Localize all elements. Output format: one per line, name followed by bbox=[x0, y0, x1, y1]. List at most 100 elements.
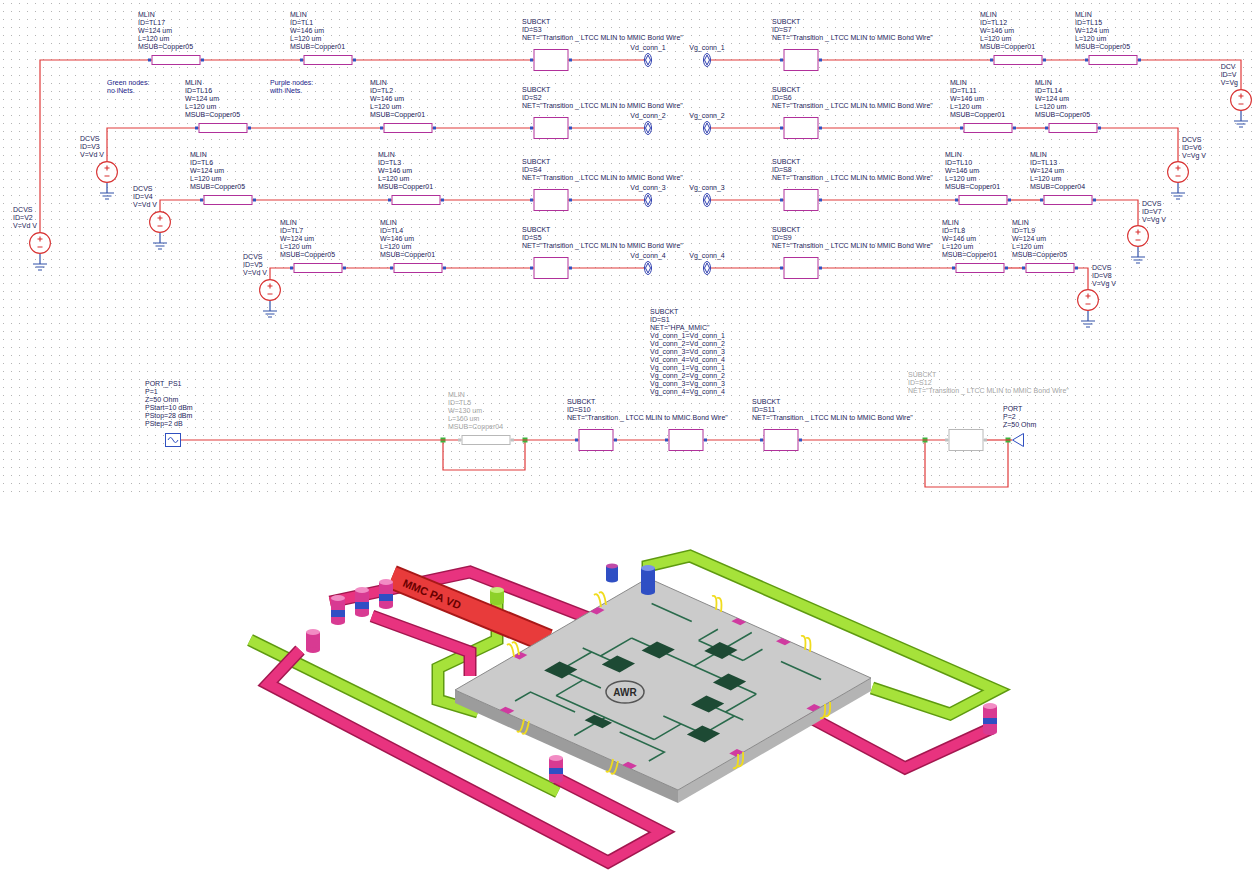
component-symbol bbox=[644, 121, 652, 135]
component-symbol bbox=[945, 429, 987, 451]
component-symbol bbox=[1022, 263, 1078, 273]
parameter-text: MLIN bbox=[1075, 11, 1130, 19]
parameter-text: MSUB=Copper01 bbox=[380, 251, 435, 259]
pin-lead bbox=[1092, 200, 1096, 201]
parameter-text: ID=TL4 bbox=[380, 227, 435, 235]
parameter-text: L=120 um bbox=[1075, 35, 1130, 43]
polarity-mark bbox=[1176, 166, 1181, 177]
source-body bbox=[1231, 90, 1252, 111]
component-label: MLINID=TL10W=146 umL=120 umMSUB=Copper01 bbox=[945, 151, 1000, 191]
parameter-text: L=120 um bbox=[1012, 243, 1067, 251]
parameter-text: ID=S6 bbox=[772, 94, 933, 102]
component-label: DCVSID=V8V=Vg V bbox=[1092, 264, 1116, 288]
ground-symbol bbox=[33, 111, 1248, 327]
parameter-text: SUBCKT bbox=[772, 226, 933, 234]
parameter-text: MLIN bbox=[1012, 219, 1067, 227]
component-label: MLINID=TL7W=124 umL=120 umMSUB=Copper05 bbox=[280, 219, 335, 259]
wire bbox=[204, 59, 300, 60]
subcircuit-block: SUBCKTID=S12NET="Transition _ LTCC MLIN … bbox=[945, 429, 987, 451]
pin-marker bbox=[1045, 127, 1048, 130]
parameter-text: DCVS bbox=[133, 185, 157, 193]
parameter-text: DCVS bbox=[243, 253, 267, 261]
dc-voltage-source: DCVSID=V4V=Vd V bbox=[149, 211, 171, 233]
pin-marker bbox=[343, 267, 346, 270]
wire bbox=[822, 267, 952, 268]
parameter-text: NET="Transition _ LTCC MLIN to MMIC Bond… bbox=[772, 102, 933, 110]
pin-lead bbox=[1007, 200, 1011, 201]
component-symbol bbox=[644, 261, 652, 275]
pin-marker bbox=[780, 199, 783, 202]
element-body bbox=[784, 190, 818, 211]
component-symbol bbox=[955, 195, 1011, 205]
parameter-text: ID=S5 bbox=[522, 234, 683, 242]
parameter-text: W=146 um bbox=[980, 27, 1035, 35]
component-symbol bbox=[530, 257, 572, 279]
polarity-mark bbox=[105, 166, 110, 177]
component-label: Vg_conn_3 bbox=[689, 184, 724, 192]
parameter-text: SUBCKT bbox=[522, 158, 683, 166]
pin-marker bbox=[1093, 199, 1096, 202]
parameter-text: MSUB=Copper01 bbox=[370, 111, 425, 119]
parameter-text: ID=V7 bbox=[1142, 208, 1166, 216]
dc-voltage-source: DCVID=VV=Vg bbox=[1230, 89, 1252, 111]
wire bbox=[711, 127, 780, 128]
parameter-text: DCVS bbox=[80, 135, 104, 143]
element-body bbox=[304, 56, 352, 65]
named-connector: Vd_conn_4 bbox=[644, 261, 652, 275]
pin-marker bbox=[614, 439, 617, 442]
parameter-text: DCVS bbox=[13, 206, 37, 214]
component-symbol bbox=[149, 211, 171, 233]
wire bbox=[822, 199, 955, 200]
parameter-text: Vg_conn_4 bbox=[689, 252, 724, 260]
parameter-text: MSUB=Copper05 bbox=[138, 43, 193, 51]
parameter-text: ID=S9 bbox=[772, 234, 933, 242]
wire bbox=[444, 199, 530, 200]
parameter-text: MLIN bbox=[378, 151, 433, 159]
parameter-text: W=146 um bbox=[950, 95, 1005, 103]
wire bbox=[711, 59, 780, 60]
element-body bbox=[462, 436, 510, 445]
named-connector: Vg_conn_2 bbox=[703, 121, 711, 135]
pin-marker bbox=[984, 439, 987, 442]
component-label: MLINID=TL5W=130 umL=160 umMSUB=Copper04 bbox=[448, 391, 503, 431]
pin-marker bbox=[530, 59, 533, 62]
logo-outline bbox=[606, 681, 644, 703]
element-body bbox=[669, 430, 703, 451]
pin-lead bbox=[945, 440, 949, 441]
component-label: DCVSID=V7V=Vg V bbox=[1142, 200, 1166, 224]
pin-marker bbox=[530, 127, 533, 130]
pin-lead bbox=[983, 440, 987, 441]
parameter-text: W=130 um bbox=[448, 407, 503, 415]
parameter-text: Vd_conn_1=Vd_conn_1 bbox=[650, 332, 725, 340]
component-symbol bbox=[380, 123, 436, 133]
mlin-element: MLINID=TL11W=146 umL=120 umMSUB=Copper01 bbox=[960, 123, 1016, 133]
pin-lead bbox=[148, 60, 152, 61]
component-label: Vd_conn_1 bbox=[630, 44, 665, 52]
parameter-text: NET="Transition _ LTCC MLIN to MMIC Bond… bbox=[522, 174, 683, 182]
wire bbox=[1141, 60, 1241, 89]
pin-lead bbox=[432, 128, 436, 129]
parameter-text: ID=S7 bbox=[772, 26, 933, 34]
mlin-element: MLINID=TL4W=146 umL=120 umMSUB=Copper01 bbox=[390, 263, 446, 273]
pin-marker bbox=[952, 267, 955, 270]
element-body bbox=[152, 56, 200, 65]
parameter-text: W=146 um bbox=[380, 235, 435, 243]
parameter-text: ID=S11 bbox=[752, 406, 913, 414]
via-cylinder bbox=[306, 564, 997, 784]
pin-lead bbox=[1097, 128, 1101, 129]
element-body bbox=[392, 196, 440, 205]
wire bbox=[107, 128, 195, 161]
pin-marker bbox=[201, 59, 204, 62]
parameter-text: ID=S4 bbox=[522, 166, 683, 174]
element-body bbox=[384, 124, 432, 133]
source-body bbox=[150, 212, 171, 233]
parameter-text: ID=TL2 bbox=[370, 87, 425, 95]
component-label: PORTP=2Z=50 Ohm bbox=[1003, 405, 1036, 429]
wire bbox=[256, 199, 388, 200]
component-symbol bbox=[1040, 195, 1096, 205]
logo-text: AWR bbox=[613, 687, 636, 698]
pin-lead bbox=[290, 268, 294, 269]
element-body bbox=[199, 124, 247, 133]
subcircuit-block: SUBCKTID=S1NET="HPA_MMIC"Vd_conn_1=Vd_co… bbox=[665, 429, 707, 451]
